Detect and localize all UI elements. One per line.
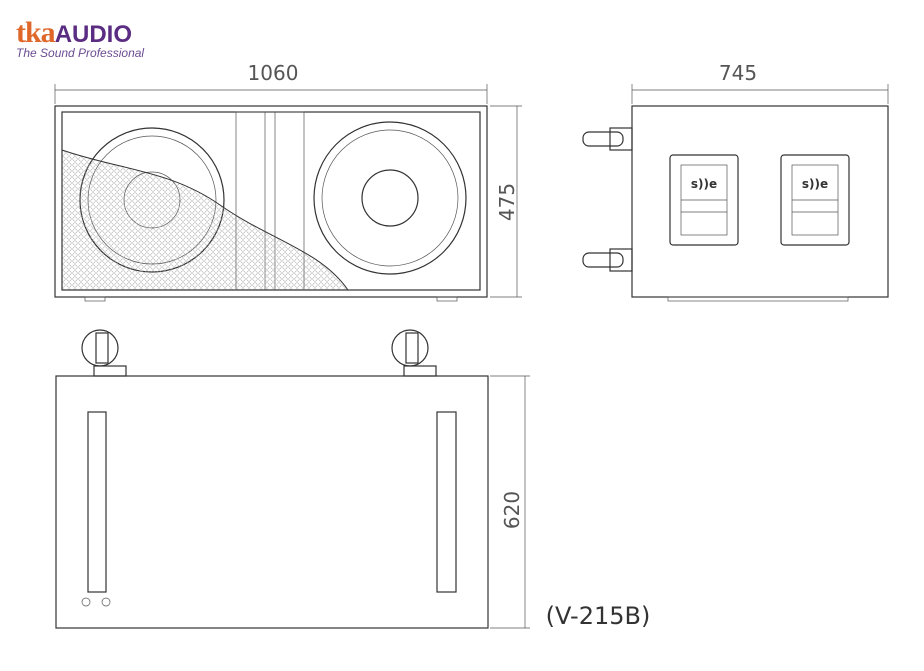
- handle-badge: s))e: [802, 177, 828, 191]
- logo-audio: AUDIO: [54, 21, 133, 48]
- handle-left: s))e: [669, 154, 739, 246]
- handle-badge: s))e: [691, 177, 717, 191]
- grille: [61, 149, 349, 291]
- side-view: s))e s))e 745: [582, 61, 889, 302]
- dim-height-label: 475: [495, 183, 519, 221]
- dim-width-label: 1060: [248, 61, 299, 85]
- dim-top-depth-label: 620: [500, 491, 524, 529]
- front-view: 1060 475: [54, 61, 522, 302]
- dim-depth-label: 745: [719, 61, 757, 85]
- caster-wheel-right: [391, 329, 437, 377]
- logo-tka: tka: [16, 16, 56, 49]
- caster-wheels-side: [582, 127, 633, 272]
- handle-right: s))e: [780, 154, 850, 246]
- brand-logo: tkaAUDIO The Sound Professional: [16, 16, 144, 60]
- woofer-right: [313, 121, 467, 275]
- model-label: (V-215B): [546, 602, 651, 630]
- top-view: 620: [55, 329, 530, 629]
- logo-tagline: The Sound Professional: [16, 46, 145, 60]
- caster-wheel-left: [81, 329, 127, 377]
